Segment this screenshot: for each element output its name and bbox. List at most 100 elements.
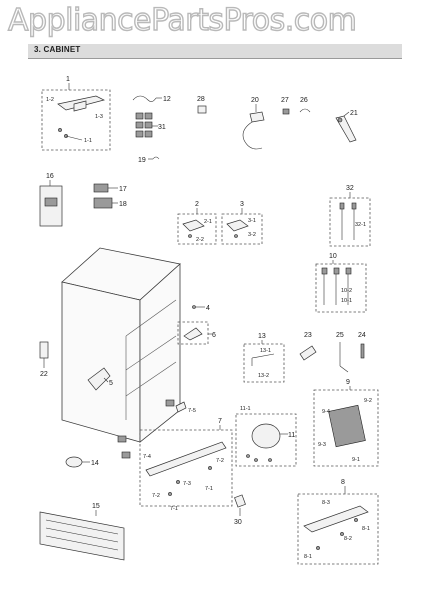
part-28: 28: [197, 96, 207, 114]
bracket-tab: [73, 100, 87, 112]
part-group-11: 11-1 11: [235, 406, 297, 467]
callout-25: 25: [336, 332, 344, 339]
callout-17: 17: [119, 186, 127, 193]
callout-8-3: 8-3: [322, 500, 330, 506]
callout-9: 9: [346, 379, 350, 386]
hinge-part: [335, 115, 357, 143]
rail-part: [145, 441, 227, 477]
callout-26: 26: [300, 97, 308, 104]
callout-5: 5: [109, 380, 113, 387]
base-grille: [39, 511, 125, 561]
connector-part: [249, 111, 265, 123]
part-31: 31: [135, 112, 166, 138]
callout-24: 24: [358, 332, 366, 339]
callout-20: 20: [251, 97, 259, 104]
condenser-part: [328, 404, 366, 448]
callout-30: 30: [234, 519, 242, 526]
callout-7-3: 7-3: [183, 481, 191, 487]
part-12: 12: [132, 95, 171, 103]
callout-7-2: 7-2: [216, 458, 224, 464]
section-header: 3. CABINET: [28, 44, 402, 59]
callout-13-1: 13-1: [260, 348, 271, 354]
callout-11-1: 11-1: [240, 406, 251, 412]
callout-11: 11: [288, 432, 295, 439]
compressor-part: [251, 423, 281, 449]
part-14: 14: [65, 456, 99, 468]
callout-7-4: 7-4: [143, 454, 151, 460]
callout-8-1b: 8-1: [304, 554, 312, 560]
callout-12: 12: [163, 96, 171, 103]
callout-13-2: 13-2: [258, 373, 269, 379]
callout-7-5: 7-5: [188, 408, 196, 414]
part-4: 4: [192, 305, 210, 312]
group-1-frame: [41, 89, 111, 151]
part-group-3: 3 3-1 3-2: [221, 201, 263, 245]
callout-22: 22: [40, 371, 48, 378]
cap-part: [197, 105, 207, 114]
callout-9-2: 9-2: [364, 398, 372, 404]
callout-10: 10: [329, 253, 337, 260]
part-19: 19: [138, 156, 160, 164]
part-foot: [121, 451, 131, 459]
part-5: 5: [87, 367, 113, 391]
callout-32: 32: [346, 185, 354, 192]
callout-8-1: 8-1: [362, 526, 370, 532]
callout-3-2: 3-2: [248, 232, 256, 238]
callout-14: 14: [91, 460, 99, 467]
part-30: 30: [234, 494, 246, 526]
callout-7-1: 7-1: [205, 486, 213, 492]
callout-13: 13: [258, 333, 266, 340]
callout-6: 6: [212, 332, 216, 339]
callout-32-1: 32-1: [355, 222, 366, 228]
callout-1-1: 1-1: [84, 138, 92, 144]
callout-9-4: 9-4: [322, 409, 330, 415]
wire-part: [132, 95, 157, 102]
callout-15: 15: [92, 503, 100, 510]
part-21: 21: [335, 110, 358, 143]
part-group-9: 9 9-4 9-2 9-3 9-1: [313, 379, 379, 467]
callout-1: 1: [66, 76, 70, 83]
callout-2-2: 2-2: [196, 237, 204, 243]
callout-7: 7: [218, 418, 222, 425]
part-17-18: 17 18: [93, 183, 127, 209]
callout-2-1: 2-1: [204, 219, 212, 225]
callout-1-3: 1-3: [95, 114, 103, 120]
part-group-32: 32 32-1: [329, 185, 371, 247]
callout-4: 4: [206, 305, 210, 312]
part-group-13: 13 13-1 13-2: [243, 333, 285, 383]
callout-3: 3: [240, 201, 244, 208]
callout-1-2: 1-2: [46, 97, 54, 103]
cabinet-side: [61, 281, 141, 443]
part-15: 15: [39, 503, 125, 561]
part-24: 24: [358, 332, 366, 359]
callout-16: 16: [46, 173, 54, 180]
callout-3-1: 3-1: [248, 218, 256, 224]
screw: [58, 128, 62, 132]
part-group-10: 10 10-2 10-1: [315, 253, 367, 313]
part-group-7: 7-5 7 7-4 7-2 7-3 7-1 7-2 7-1: [139, 401, 233, 512]
callout-10-1: 10-1: [341, 298, 352, 304]
part-23: 23: [299, 332, 317, 361]
part-group-1: 1 1-2 1-3 1-1: [41, 76, 111, 151]
callout-31: 31: [158, 124, 166, 131]
callout-19: 19: [138, 157, 146, 164]
part-20: 20: [242, 97, 265, 150]
callout-18: 18: [119, 201, 127, 208]
callout-8: 8: [341, 479, 345, 486]
part-25: 25: [336, 332, 349, 373]
callout-10-2: 10-2: [341, 288, 352, 294]
callout-28: 28: [197, 96, 205, 103]
callout-7-2b: 7-2: [152, 493, 160, 499]
part-16: 16: [39, 173, 63, 227]
callout-23: 23: [304, 332, 312, 339]
part-22: 22: [39, 341, 49, 378]
part-27: 27: [281, 97, 290, 115]
section-title: 3. CABINET: [34, 45, 81, 54]
watermark: AppliancePartsPros.com: [7, 2, 357, 38]
callout-21: 21: [350, 110, 358, 117]
part-6: 6: [177, 321, 216, 345]
callout-2: 2: [195, 201, 199, 208]
callout-8-2: 8-2: [344, 536, 352, 542]
